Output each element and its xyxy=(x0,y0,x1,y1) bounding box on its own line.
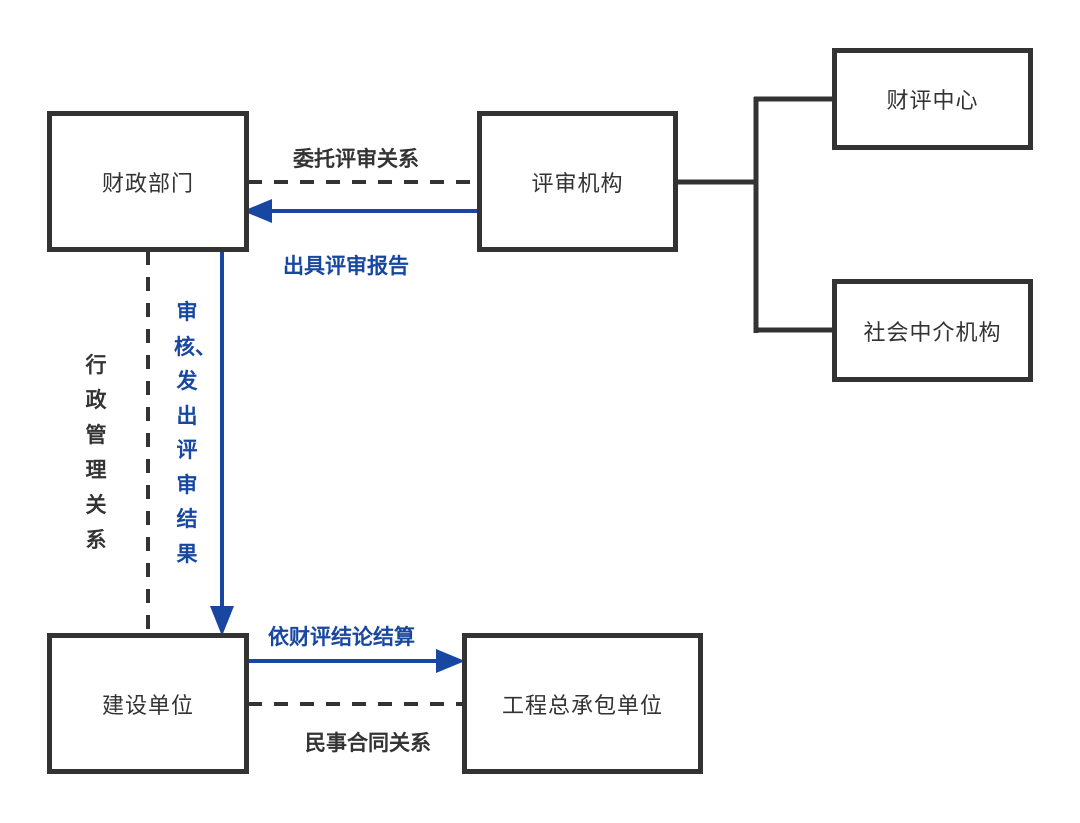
node-label: 评审机构 xyxy=(531,171,624,197)
node-label: 工程总承包单位 xyxy=(501,693,663,719)
edge-label-admin: 行政管理关系 xyxy=(85,353,107,552)
node-review-agency: 评审机构 xyxy=(477,111,678,252)
node-general-contractor: 工程总承包单位 xyxy=(462,633,703,774)
node-review-center: 财评中心 xyxy=(832,48,1033,150)
node-label: 社会中介机构 xyxy=(863,320,1002,346)
node-label: 建设单位 xyxy=(101,693,194,719)
edge-label-settlement: 依财评结论结算 xyxy=(268,625,415,649)
edge-label-entrust: 委托评审关系 xyxy=(293,147,419,171)
node-label: 财政部门 xyxy=(101,171,194,197)
edge-review-result-arrowhead xyxy=(210,606,234,636)
node-finance-department: 财政部门 xyxy=(47,111,249,252)
edge-report-arrowhead xyxy=(243,199,272,223)
edge-label-review-result: 审核、发出评审结果 xyxy=(174,300,216,566)
edge-label-report: 出具评审报告 xyxy=(283,254,409,278)
node-label: 财评中心 xyxy=(886,89,979,114)
node-construction-unit: 建设单位 xyxy=(47,633,249,774)
edge-settlement-arrowhead xyxy=(436,649,465,673)
node-intermediary-agency: 社会中介机构 xyxy=(832,279,1033,382)
edge-label-contract: 民事合同关系 xyxy=(305,731,431,755)
